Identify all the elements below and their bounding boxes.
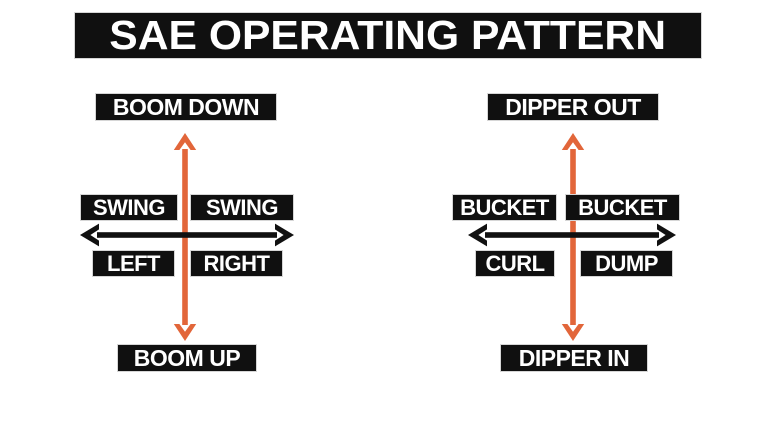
label-swing-left-line1: SWING: [80, 194, 178, 221]
diagram-bucket-dipper: DIPPER OUT DIPPER IN BUCKET BUCKET CURL …: [384, 0, 768, 433]
label-bucket-dump-line1: BUCKET: [565, 194, 680, 221]
label-dipper-out-text: DIPPER OUT: [505, 93, 641, 120]
label-swing-right-line1: SWING: [190, 194, 294, 221]
label-swing-right-line2: RIGHT: [190, 250, 283, 277]
label-dipper-in-text: DIPPER IN: [518, 344, 630, 371]
label-bucket-curl-line1-text: BUCKET: [460, 194, 549, 220]
horizontal-double-arrow-icon: [468, 223, 676, 247]
label-bucket-curl-line2: CURL: [475, 250, 555, 277]
label-boom-up: BOOM UP: [117, 344, 257, 372]
page-title: SAE OPERATING PATTERN: [74, 12, 702, 59]
label-dipper-out: DIPPER OUT: [487, 93, 659, 121]
diagram-swing-boom: BOOM DOWN BOOM UP SWING SWING LEFT RIGHT: [80, 93, 294, 372]
label-swing-left-line2-text: LEFT: [107, 250, 161, 276]
label-bucket-dump-line2-text: DUMP: [595, 250, 658, 276]
label-bucket-dump-line1-text: BUCKET: [578, 194, 667, 220]
label-swing-left-line1-text: SWING: [92, 194, 166, 220]
label-boom-up-text: BOOM UP: [133, 344, 241, 371]
label-swing-right-line1-text: SWING: [205, 194, 279, 220]
label-bucket-curl-line2-text: CURL: [485, 250, 545, 276]
label-bucket-dump-line2: DUMP: [580, 250, 673, 277]
page-title-text: SAE OPERATING PATTERN: [109, 12, 667, 58]
label-swing-left-line2: LEFT: [92, 250, 175, 277]
horizontal-double-arrow-icon: [80, 223, 294, 247]
label-swing-right-line2-text: RIGHT: [203, 250, 270, 276]
label-bucket-curl-line1: BUCKET: [452, 194, 557, 221]
label-boom-down: BOOM DOWN: [95, 93, 277, 121]
label-boom-down-text: BOOM DOWN: [112, 93, 260, 120]
label-dipper-in: DIPPER IN: [500, 344, 648, 372]
